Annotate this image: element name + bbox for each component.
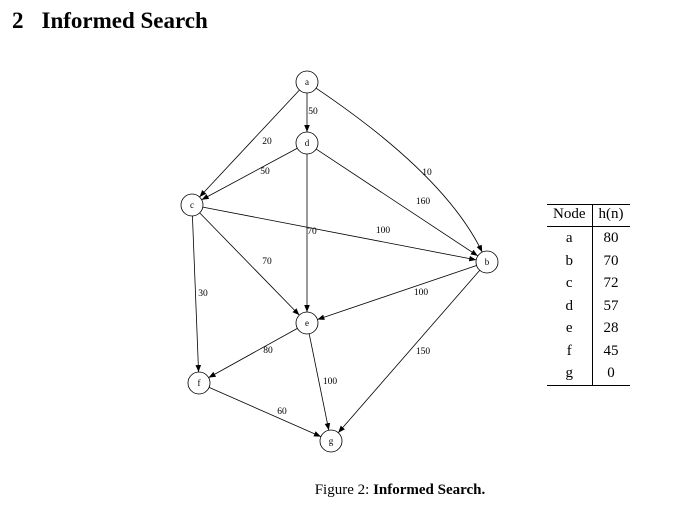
edge-label-d-e: 70 xyxy=(307,227,317,237)
cell-node: d xyxy=(547,294,593,317)
caption-title: Informed Search. xyxy=(373,482,486,498)
edge-label-d-b: 160 xyxy=(416,197,431,207)
table-row: a 80 xyxy=(547,226,630,250)
nodes-layer: a d c b e f g xyxy=(180,70,499,453)
section-title: Informed Search xyxy=(41,8,208,33)
node-circle xyxy=(475,250,499,274)
edge-label-e-g: 100 xyxy=(323,377,338,387)
edges-layer: 50 20 10 50 160 70 100 70 30 100 150 80 100 60 xyxy=(192,87,483,437)
edge-b-g xyxy=(337,270,481,433)
edge-c-f xyxy=(192,215,202,373)
edge-label-a-b: 10 xyxy=(422,168,432,178)
cell-h: 70 xyxy=(603,252,619,269)
edge-label-a-d: 50 xyxy=(308,107,318,117)
cell-h: 72 xyxy=(603,275,619,291)
node-circle xyxy=(180,193,204,217)
edge-c-b xyxy=(202,206,477,262)
column-header-node: Node xyxy=(547,204,593,227)
column-header-h: h(n) xyxy=(592,204,630,227)
edge-label-c-b: 100 xyxy=(376,226,391,236)
edge-label-d-c: 50 xyxy=(260,167,270,177)
cell-h: 0 xyxy=(592,362,630,386)
edge-a-b xyxy=(315,87,483,253)
node-b: b xyxy=(475,250,499,274)
cell-h: 28 xyxy=(603,320,619,336)
node-c: c xyxy=(180,193,204,217)
cell-node: e xyxy=(547,317,593,340)
node-g: g xyxy=(319,429,343,453)
node-f: f xyxy=(187,371,211,395)
table-header-row: Node h(n) xyxy=(547,204,630,227)
figure-caption: Figure 2: Informed Search. xyxy=(0,482,681,499)
edge-label-c-f: 30 xyxy=(198,289,208,299)
node-label: f xyxy=(198,378,201,388)
edge-label-f-g: 60 xyxy=(277,407,287,417)
section-number: 2 xyxy=(12,8,24,33)
cell-node: f xyxy=(547,339,593,362)
table-row: e 28 xyxy=(547,317,630,340)
edge-label-c-e: 70 xyxy=(262,257,272,267)
node-circle xyxy=(319,429,343,453)
table-row: b 70 xyxy=(547,249,630,272)
edge-e-f xyxy=(208,327,298,379)
table-row: c 72 xyxy=(547,272,630,295)
edge-d-c xyxy=(201,147,298,201)
node-e: e xyxy=(295,311,319,335)
edge-label-a-c: 20 xyxy=(262,137,272,147)
edge-e-g xyxy=(308,333,331,431)
node-d: d xyxy=(295,131,319,155)
cell-h: 45 xyxy=(603,342,619,359)
cell-h: 57 xyxy=(603,297,619,314)
cell-node: b xyxy=(547,249,593,272)
edge-d-b xyxy=(315,148,479,257)
node-a: a xyxy=(295,70,319,94)
cell-h: 80 xyxy=(603,230,619,246)
node-label: c xyxy=(190,200,194,210)
edge-b-e xyxy=(317,265,477,320)
edge-a-c xyxy=(199,89,300,198)
table-row: f 45 xyxy=(547,339,630,362)
node-label: d xyxy=(305,138,310,148)
edge-f-g xyxy=(208,387,322,437)
cell-node: c xyxy=(547,272,593,295)
table-row: d 57 xyxy=(547,294,630,317)
edge-label-b-g: 150 xyxy=(416,347,431,357)
node-circle xyxy=(295,311,319,335)
node-circle xyxy=(187,371,211,395)
node-circle xyxy=(295,131,319,155)
node-label: a xyxy=(305,77,309,87)
edge-c-e xyxy=(199,212,300,316)
caption-prefix: Figure 2: xyxy=(314,482,370,498)
edge-label-b-e: 100 xyxy=(414,288,429,298)
section-heading: 2 Informed Search xyxy=(12,8,208,34)
node-label: b xyxy=(485,257,490,267)
node-label: e xyxy=(305,318,309,328)
cell-node: a xyxy=(547,226,593,250)
node-circle xyxy=(295,70,319,94)
node-label: g xyxy=(329,436,334,446)
edge-label-e-f: 80 xyxy=(263,346,273,356)
cell-node: g xyxy=(547,362,593,386)
